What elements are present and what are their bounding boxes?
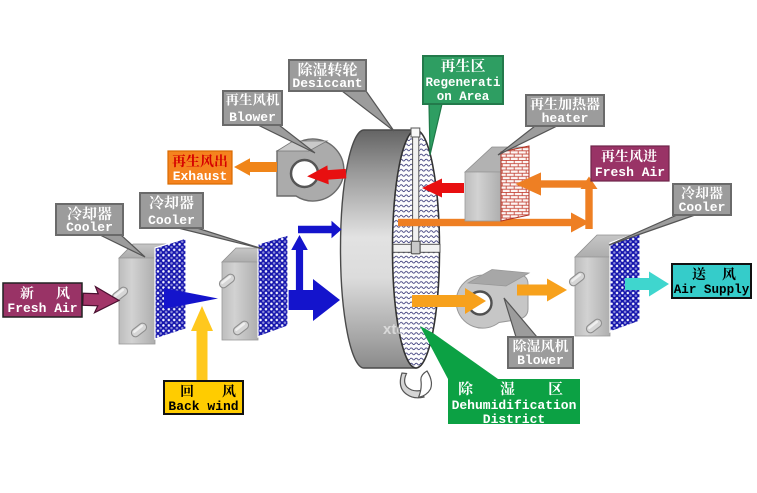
svg-text:Back wind: Back wind <box>168 399 238 414</box>
svg-text:Dehumidification: Dehumidification <box>452 398 577 413</box>
svg-text:Fresh Air: Fresh Air <box>7 301 77 316</box>
svg-text:Regenerati: Regenerati <box>425 76 500 90</box>
svg-text:heater: heater <box>542 111 589 126</box>
svg-text:Blower: Blower <box>229 110 276 125</box>
svg-text:xtq: xtq <box>383 321 406 338</box>
svg-text:Cooler: Cooler <box>679 200 726 215</box>
svg-text:Blower: Blower <box>517 353 564 368</box>
svg-text:Desiccant: Desiccant <box>292 76 362 91</box>
svg-text:Fresh Air: Fresh Air <box>595 165 665 180</box>
svg-text:on Area: on Area <box>437 90 490 104</box>
svg-text:Air Supply: Air Supply <box>674 283 750 297</box>
svg-text:Exhaust: Exhaust <box>173 169 228 184</box>
svg-text:Cooler: Cooler <box>148 213 195 228</box>
svg-text:District: District <box>483 412 545 427</box>
svg-text:Cooler: Cooler <box>66 220 113 235</box>
